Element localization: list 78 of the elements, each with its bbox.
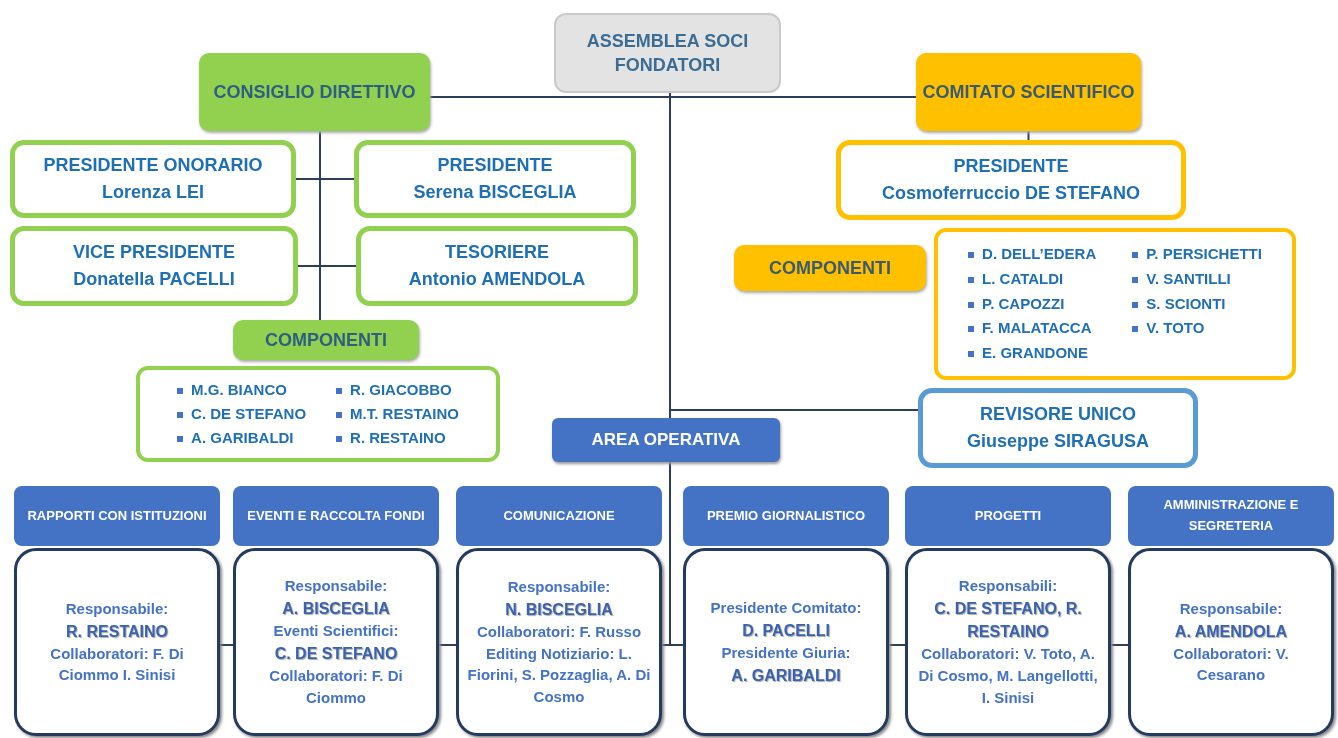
member-name: V. SANTILLI <box>1132 266 1262 292</box>
column-card <box>683 548 889 736</box>
column-header-box <box>1128 486 1334 546</box>
member-list-box <box>934 228 1296 380</box>
connector-line <box>669 461 684 646</box>
role-title: PRESIDENTE ONORARIO <box>43 154 263 177</box>
heading-text: PREMIO GIORNALISTICO <box>706 506 866 525</box>
person-name: Serena BISCEGLIA <box>413 181 577 204</box>
column-card <box>456 548 662 736</box>
column-card <box>233 548 439 736</box>
member-name: L. CATALDI <box>968 266 1097 292</box>
column-header-box <box>456 486 662 546</box>
member-name: P. CAPOZZI <box>968 291 1097 317</box>
connector-line <box>319 130 321 321</box>
column-text: Responsabili: C. DE STEFANO, R. RESTAINO Collaboratori: V. Toto, A. Di Cosmo, M. Langellotti, I. Sinisi <box>917 576 1099 708</box>
member-name: M.G. BIANCO <box>177 378 307 402</box>
heading-text: COMPONENTI <box>265 328 387 352</box>
role-box <box>10 140 296 218</box>
column-header-box <box>14 486 220 546</box>
role-title: PRESIDENTE <box>437 154 553 177</box>
column-text: Responsabile: R. RESTAINO Collaboratori: F. Di Ciommo I. Sinisi <box>49 598 185 686</box>
column-text: Responsabile: A. AMENDOLA Collaboratori: V. Cesarano <box>1172 598 1290 686</box>
role-box <box>10 226 298 306</box>
connector-line <box>219 644 234 646</box>
heading-text: COMUNICAZIONE <box>503 506 615 525</box>
person-name: Lorenza LEI <box>102 181 204 204</box>
section-header-box <box>199 53 430 131</box>
assembly-box <box>554 13 781 93</box>
heading-text: ASSEMBLEA SOCI FONDATORI <box>585 29 750 77</box>
person-name: Giuseppe SIRAGUSA <box>967 430 1149 453</box>
role-box <box>836 140 1186 220</box>
column-text: Responsabile: A. BISCEGLIA Eventi Scientifici: C. DE STEFANO Collaboratori: F. Di Ciommo <box>268 576 404 708</box>
column-text: Responsabile: N. BISCEGLIA Collaboratori: F. Russo Editing Notiziario: L. Fiorini, S. Pozzaglia, A. Di Cosmo <box>467 577 651 708</box>
heading-text: COMPONENTI <box>769 256 891 280</box>
member-name: R. RESTAINO <box>336 426 459 450</box>
role-box <box>918 388 1198 468</box>
area-header-box <box>552 418 780 462</box>
member-name: S. SCIONTI <box>1132 291 1262 317</box>
section-header-box <box>233 320 419 360</box>
column-card <box>1128 548 1334 736</box>
member-name: R. GIACOBBO <box>336 378 459 402</box>
heading-text: PROGETTI <box>974 506 1042 525</box>
section-header-box <box>916 53 1141 131</box>
role-box <box>356 226 638 306</box>
person-name: Cosmoferruccio DE STEFANO <box>881 182 1140 205</box>
connector-line <box>888 644 906 646</box>
heading-text: AREA OPERATIVA <box>591 430 741 450</box>
heading-text: COMITATO SCIENTIFICO <box>922 80 1135 104</box>
heading-text: CONSIGLIO DIRETTIVO <box>213 80 416 104</box>
person-name: Antonio AMENDOLA <box>408 268 586 291</box>
connector-line <box>1110 644 1129 646</box>
member-name: V. TOTO <box>1132 316 1262 342</box>
column-header-box <box>233 486 439 546</box>
section-header-box <box>734 245 926 291</box>
member-name: D. DELL’EDERA <box>968 242 1097 267</box>
member-name: A. GARIBALDI <box>177 426 307 450</box>
role-title: VICE PRESIDENTE <box>72 241 235 264</box>
member-name: M.T. RESTAINO <box>336 402 459 426</box>
heading-text: EVENTI E RACCOLTA FONDI <box>247 506 425 525</box>
member-name: P. PERSICHETTI <box>1132 242 1262 267</box>
role-box <box>354 140 636 218</box>
connector-line <box>438 644 457 646</box>
role-title: REVISORE UNICO <box>980 403 1136 426</box>
column-header-box <box>905 486 1111 546</box>
member-name: E. GRANDONE <box>968 341 1097 366</box>
column-text: Presidente Comitato: D. PACELLI Presidente Giuria: A. GARIBALDI <box>710 598 862 686</box>
person-name: Donatella PACELLI <box>73 268 235 291</box>
column-card <box>905 548 1111 736</box>
connector-line <box>1027 130 1030 141</box>
column-card <box>14 548 220 736</box>
member-name: C. DE STEFANO <box>177 402 307 426</box>
heading-text: RAPPORTI CON ISTITUZIONI <box>27 506 207 525</box>
role-title: PRESIDENTE <box>953 155 1069 178</box>
role-title: TESORIERE <box>445 241 549 264</box>
heading-text: AMMINISTRAZIONE E SEGRETERIA <box>1162 496 1300 535</box>
member-name: F. MALATACCA <box>968 316 1097 342</box>
member-list-box <box>136 366 500 462</box>
column-header-box <box>683 486 889 546</box>
